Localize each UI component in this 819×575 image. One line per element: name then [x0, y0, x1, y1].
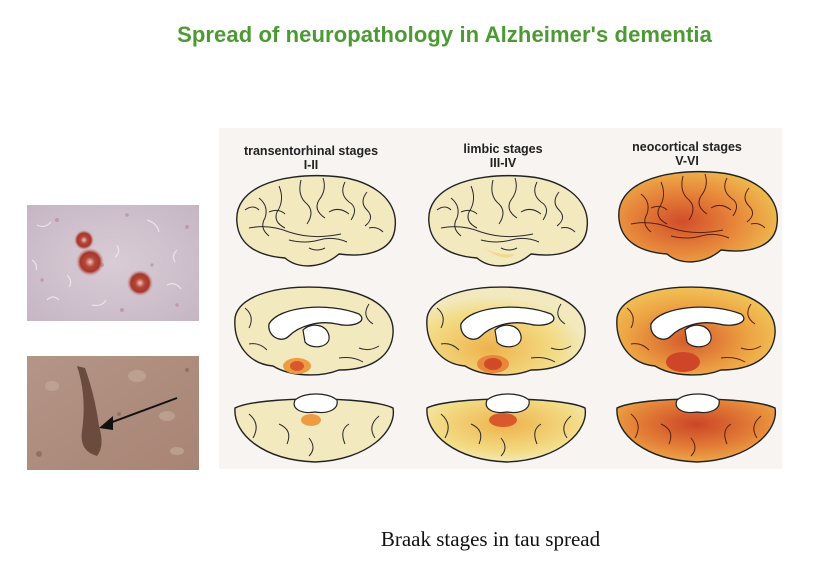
lateral-brain-stage-1: [236, 174, 396, 267]
braak-staging-figure: transentorhinal stages I-II limbic stage…: [219, 128, 782, 469]
lateral-brain-stage-2: [428, 174, 588, 267]
stage-range-v-vi: V-VI: [675, 154, 699, 168]
inferior-brain-stage-2: [426, 393, 587, 463]
stage-header-neocortical: neocortical stages V-VI: [601, 140, 773, 168]
medial-brain-stage-3: [616, 286, 776, 376]
stage-name-neocortical: neocortical stages: [632, 140, 742, 154]
slide-title: Spread of neuropathology in Alzheimer's …: [177, 22, 712, 47]
medial-brain-stage-1: [234, 286, 394, 376]
stage-header-limbic: limbic stages III-IV: [417, 142, 589, 170]
inferior-brain-stage-1: [234, 393, 395, 463]
tangle-micrograph: [27, 356, 199, 470]
stage-range-i-ii: I-II: [303, 158, 319, 172]
stage-name-transentorhinal: transentorhinal stages: [243, 144, 379, 158]
figure-caption: Braak stages in tau spread: [380, 527, 601, 551]
inferior-brain-stage-3: [616, 393, 777, 463]
stage-range-iii-iv: III-IV: [489, 156, 517, 170]
medial-brain-stage-2: [426, 286, 586, 376]
brain-maps: [234, 170, 778, 463]
lateral-brain-stage-3: [618, 170, 778, 263]
plaque-micrograph: [27, 205, 199, 321]
stage-header-transentorhinal: transentorhinal stages I-II: [225, 144, 397, 172]
tangle-arrow: [106, 397, 178, 425]
stage-name-limbic: limbic stages: [463, 142, 543, 156]
